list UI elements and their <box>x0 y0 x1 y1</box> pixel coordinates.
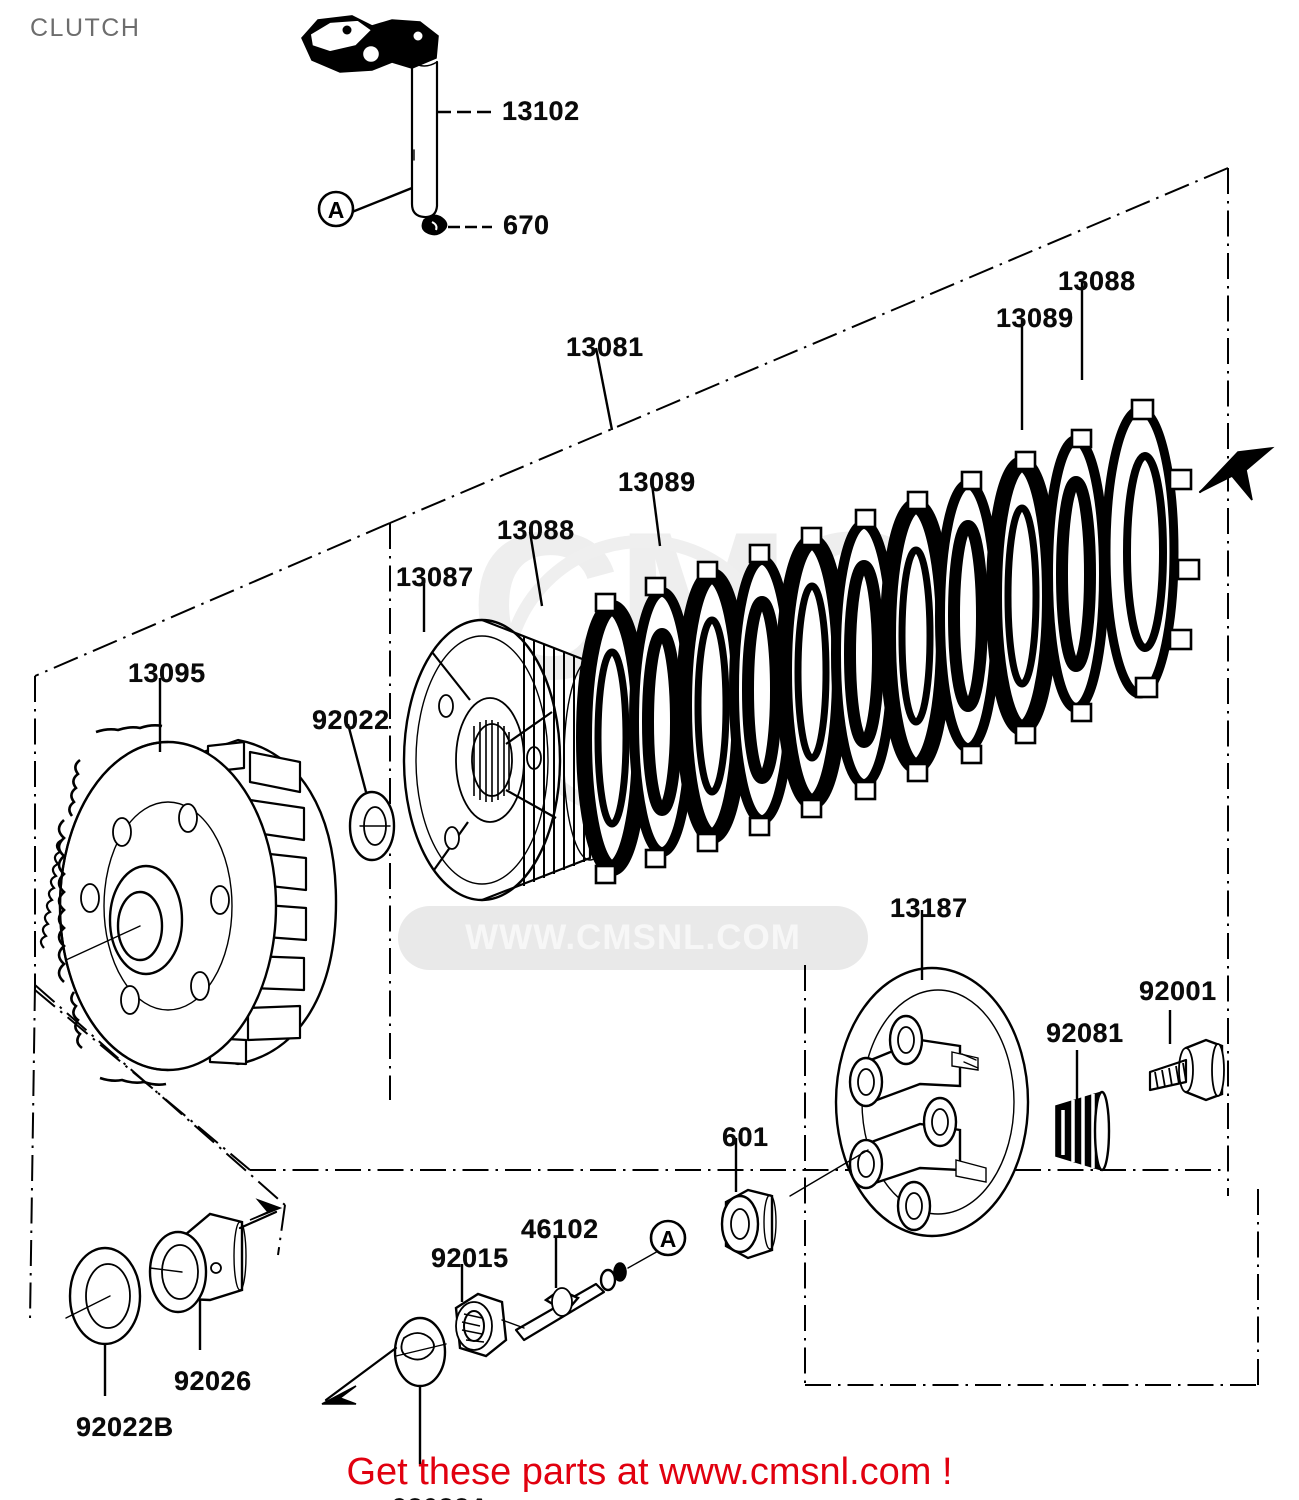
part-92015-nut <box>454 1264 525 1358</box>
callout-washer-b: 92022B <box>76 1412 174 1442</box>
callout-washer-a: 92022A <box>392 1493 490 1500</box>
callout-clutch-housing: 13095 <box>128 658 206 688</box>
callout-steel-plate-upper: 13089 <box>996 303 1074 333</box>
callout-steel-plate-lower: 13089 <box>618 467 696 497</box>
part-601-ball-bearing <box>720 1138 777 1260</box>
svg-text:A: A <box>660 1226 677 1252</box>
callout-bolt: 92001 <box>1139 976 1217 1006</box>
part-92022A-washer <box>321 1316 447 1464</box>
part-670-circlip <box>421 214 492 236</box>
callout-friction-plate-upper: 13088 <box>1058 266 1136 296</box>
cms-watermark-text: WWW.CMSNL.COM <box>465 918 801 957</box>
callout-collar: 92026 <box>174 1366 252 1396</box>
cms-watermark-band <box>398 906 868 970</box>
part-92026-collar <box>148 1198 283 1350</box>
part-46102-push-rod: A <box>514 1219 687 1342</box>
callout-ball-bearing: 601 <box>722 1122 769 1152</box>
callout-clutch-release-shaft: 13102 <box>502 96 580 126</box>
group-boundary-pressure-plate <box>804 965 1259 1386</box>
callout-circlip: 670 <box>503 210 550 240</box>
part-92022-washer <box>346 723 396 862</box>
part-13102-release-shaft: A <box>301 15 492 228</box>
part-92022B-washer <box>65 1246 142 1396</box>
part-13095-clutch-housing <box>39 678 338 1086</box>
part-92001-bolt <box>1148 1010 1225 1102</box>
callout-clutch-hub: 13087 <box>396 562 474 592</box>
callout-washer: 92022 <box>312 705 390 735</box>
part-92081-clutch-spring <box>1055 1050 1111 1172</box>
callout-nut: 92015 <box>431 1243 509 1273</box>
callout-pressure-plate: 13187 <box>890 893 968 923</box>
footer-promo-text: Get these parts at www.cmsnl.com ! <box>346 1451 953 1493</box>
callout-push-rod: 46102 <box>521 1214 599 1244</box>
page-title: CLUTCH <box>30 14 141 42</box>
svg-text:A: A <box>328 197 345 223</box>
callout-clutch-spring: 92081 <box>1046 1018 1124 1048</box>
assembly-arrow-right <box>1198 446 1275 501</box>
callout-friction-plate-lower: 13088 <box>497 515 575 545</box>
part-clutch-plate-stack <box>528 282 1201 885</box>
part-13187-pressure-plate <box>789 910 1030 1238</box>
callout-clutch-plate-assembly: 13081 <box>566 332 644 362</box>
